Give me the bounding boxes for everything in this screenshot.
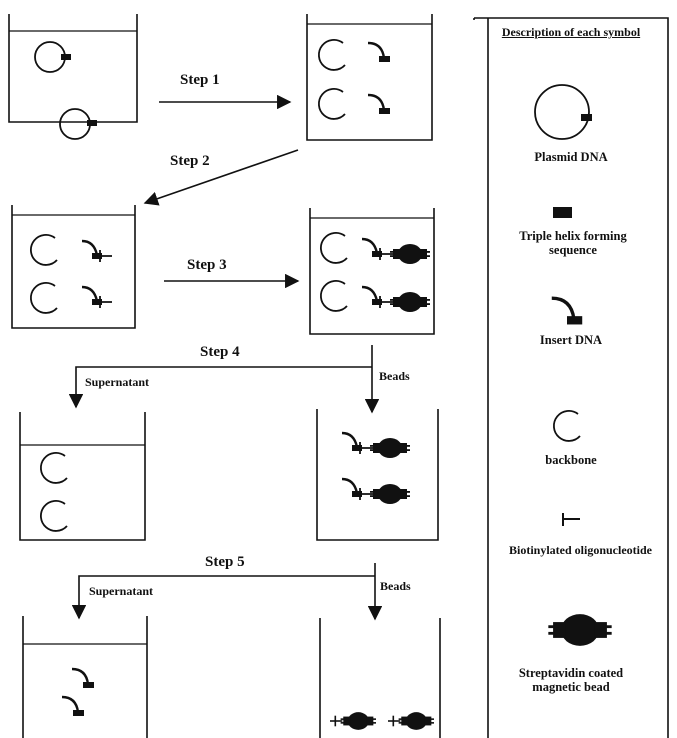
beaker-supernatant-2 xyxy=(22,616,148,738)
bead-oligo xyxy=(388,712,434,730)
legend-backbone-label: backbone xyxy=(545,453,597,467)
legend-plasmid-symbol xyxy=(534,84,592,140)
step5-split-arrows xyxy=(71,563,383,621)
beaker-oligo-bound xyxy=(11,205,136,329)
supernatant-label-1: Supernatant xyxy=(85,375,150,389)
step4-split-arrows xyxy=(68,345,380,414)
beaker-bead-bound xyxy=(309,208,435,335)
legend-box xyxy=(473,17,669,738)
legend-title: Description of each symbol xyxy=(501,25,641,39)
insert-bead-complex xyxy=(362,239,430,264)
beads-label-2: Beads xyxy=(380,579,411,593)
beaker-beads-1 xyxy=(316,409,439,541)
insert-dna xyxy=(366,93,392,116)
step2-label: Step 2 xyxy=(170,153,210,169)
step2-arrow xyxy=(143,149,299,206)
insert-dna xyxy=(60,695,86,718)
step4-label: Step 4 xyxy=(200,344,240,360)
backbone xyxy=(39,452,68,484)
legend-plasmid-label: Plasmid DNA xyxy=(534,150,608,164)
backbone xyxy=(39,500,68,532)
legend-oligo-symbol xyxy=(562,513,580,526)
insert-bead-complex xyxy=(342,433,410,458)
insert-dna xyxy=(366,41,392,64)
step5-label: Step 5 xyxy=(205,554,245,570)
legend-insert-symbol xyxy=(550,296,584,327)
legend-insert-label: Insert DNA xyxy=(539,333,603,347)
supernatant-label-2: Supernatant xyxy=(89,584,154,598)
legend-triple-helix-label: Triple helix forming sequence xyxy=(519,229,627,257)
insert-oligo xyxy=(80,239,114,264)
legend-bead-symbol xyxy=(548,614,612,646)
beads-label-1: Beads xyxy=(379,369,410,383)
legend-oligo-label: Biotinylated oligonucleotide xyxy=(508,543,652,557)
plasmid-dna xyxy=(59,108,97,140)
backbone xyxy=(29,234,58,266)
insert-bead-complex xyxy=(362,287,430,312)
insert-dna xyxy=(70,667,96,690)
beaker-supernatant-1 xyxy=(19,412,146,541)
insert-bead-complex xyxy=(342,479,410,504)
beaker-initial xyxy=(8,14,138,140)
beaker-beads-2 xyxy=(319,618,441,738)
beaker-digested xyxy=(306,14,433,141)
backbone xyxy=(319,280,348,312)
backbone xyxy=(317,88,346,120)
insert-oligo xyxy=(80,285,114,310)
legend-bead-label: Streptavidin coated magnetic bead xyxy=(518,666,624,694)
plasmid-dna xyxy=(34,41,71,73)
legend-triple-helix-symbol xyxy=(553,207,572,218)
backbone xyxy=(317,39,346,71)
step1-label: Step 1 xyxy=(180,72,220,88)
bead-oligo xyxy=(330,712,376,730)
step3-label: Step 3 xyxy=(187,257,227,273)
legend-backbone-symbol xyxy=(552,410,581,442)
backbone xyxy=(319,232,348,264)
backbone xyxy=(29,282,58,314)
